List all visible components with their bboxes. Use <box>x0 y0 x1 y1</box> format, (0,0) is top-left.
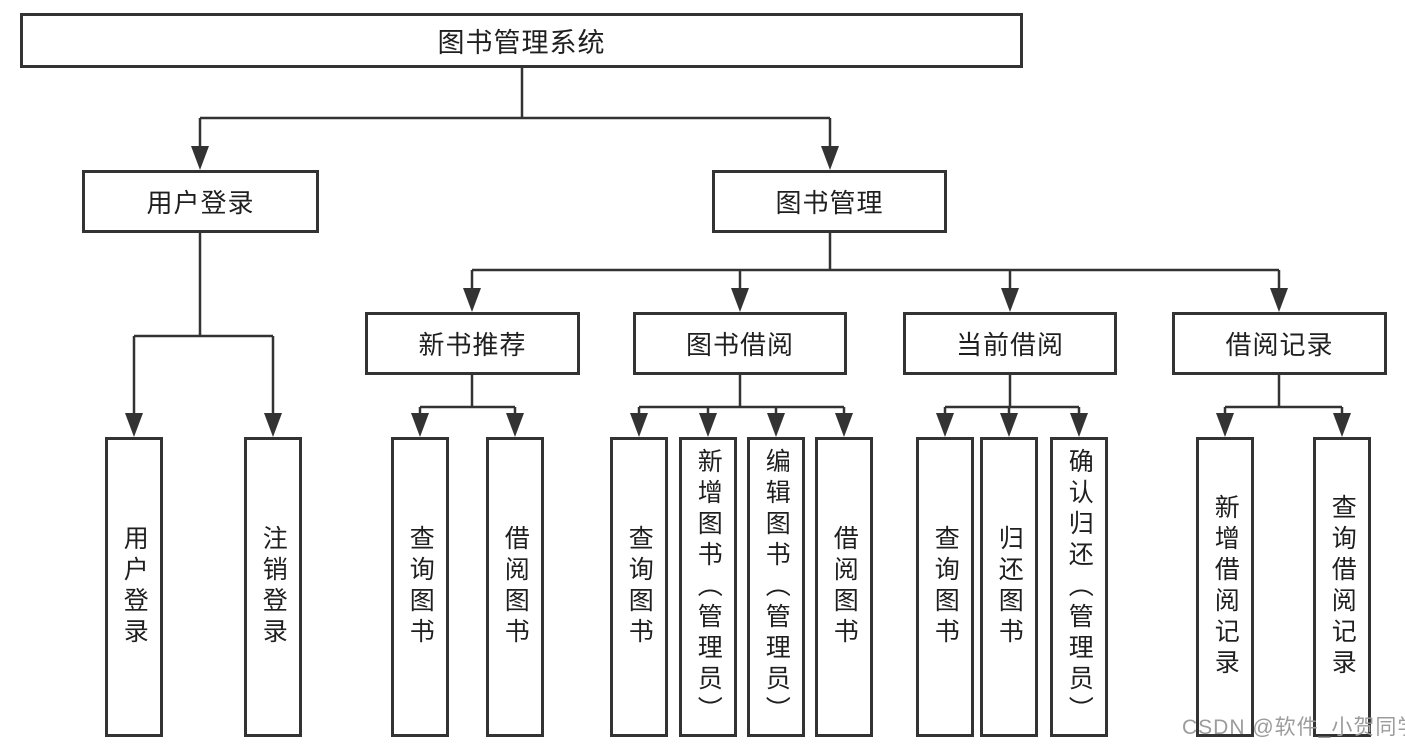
node-new-book-recommend: 新书推荐 <box>365 312 580 375</box>
arrow-down-icon <box>835 413 853 437</box>
node-user-login: 用户登录 <box>82 170 319 233</box>
leaf-borrow-books-2: 借阅图书 <box>815 437 873 737</box>
node-label: 借阅记录 <box>1225 330 1334 360</box>
arrow-down-icon <box>411 413 429 437</box>
node-label: 图书管理系统 <box>437 28 606 58</box>
leaf-label: 新增借阅记录 <box>1211 494 1240 680</box>
node-current-borrow: 当前借阅 <box>903 312 1117 375</box>
arrow-down-icon <box>767 413 785 437</box>
arrow-down-icon <box>1070 413 1088 437</box>
arrow-down-icon <box>125 413 143 437</box>
leaf-query-books-1: 查询图书 <box>391 437 449 737</box>
leaf-logout: 注销登录 <box>244 437 302 737</box>
leaf-query-books-2: 查询图书 <box>610 437 668 737</box>
leaf-label: 编辑图书（管理员） <box>762 447 791 727</box>
arrow-down-icon <box>630 413 648 437</box>
arrow-down-icon <box>506 413 524 437</box>
connector-lines <box>132 68 1344 413</box>
arrow-down-icon <box>264 413 282 437</box>
leaf-label: 查询图书 <box>406 525 435 649</box>
leaf-query-books-3: 查询图书 <box>916 437 974 737</box>
arrowheads <box>125 146 1351 437</box>
leaf-label: 确认归还（管理员） <box>1065 447 1094 727</box>
leaf-label: 归还图书 <box>995 525 1024 649</box>
arrow-down-icon <box>463 288 481 312</box>
arrow-down-icon <box>1000 413 1018 437</box>
leaf-add-book-admin: 新增图书（管理员） <box>679 437 737 737</box>
leaf-confirm-return-admin: 确认归还（管理员） <box>1050 437 1108 737</box>
node-label: 当前借阅 <box>955 330 1064 360</box>
leaf-add-borrow-record: 新增借阅记录 <box>1196 437 1254 737</box>
leaf-user-login: 用户登录 <box>105 437 163 737</box>
arrow-down-icon <box>191 146 209 170</box>
node-borrow-records: 借阅记录 <box>1172 312 1387 375</box>
leaf-label: 借阅图书 <box>501 525 530 649</box>
arrow-down-icon <box>1270 288 1288 312</box>
arrow-down-icon <box>821 146 839 170</box>
leaf-label: 借阅图书 <box>830 525 859 649</box>
leaf-label: 查询图书 <box>625 525 654 649</box>
arrow-down-icon <box>1333 413 1351 437</box>
leaf-label: 用户登录 <box>120 525 149 649</box>
node-label: 图书管理 <box>775 188 884 218</box>
node-label: 用户登录 <box>146 188 255 218</box>
arrow-down-icon <box>731 288 749 312</box>
csdn-watermark: CSDN @软件_小贺同学 <box>1182 716 1405 739</box>
node-label: 图书借阅 <box>685 330 794 360</box>
leaf-edit-book-admin: 编辑图书（管理员） <box>747 437 805 737</box>
leaf-label: 查询借阅记录 <box>1328 494 1357 680</box>
leaf-query-borrow-record: 查询借阅记录 <box>1313 437 1371 737</box>
node-library-system: 图书管理系统 <box>20 13 1023 68</box>
leaf-label: 注销登录 <box>259 525 288 649</box>
node-book-management: 图书管理 <box>712 170 947 233</box>
leaf-label: 新增图书（管理员） <box>694 447 723 727</box>
node-book-borrow: 图书借阅 <box>633 312 847 375</box>
arrow-down-icon <box>1001 288 1019 312</box>
arrow-down-icon <box>936 413 954 437</box>
leaf-return-book: 归还图书 <box>980 437 1038 737</box>
leaf-label: 查询图书 <box>931 525 960 649</box>
leaf-borrow-books-1: 借阅图书 <box>486 437 544 737</box>
arrow-down-icon <box>699 413 717 437</box>
arrow-down-icon <box>1216 413 1234 437</box>
node-label: 新书推荐 <box>418 330 527 360</box>
